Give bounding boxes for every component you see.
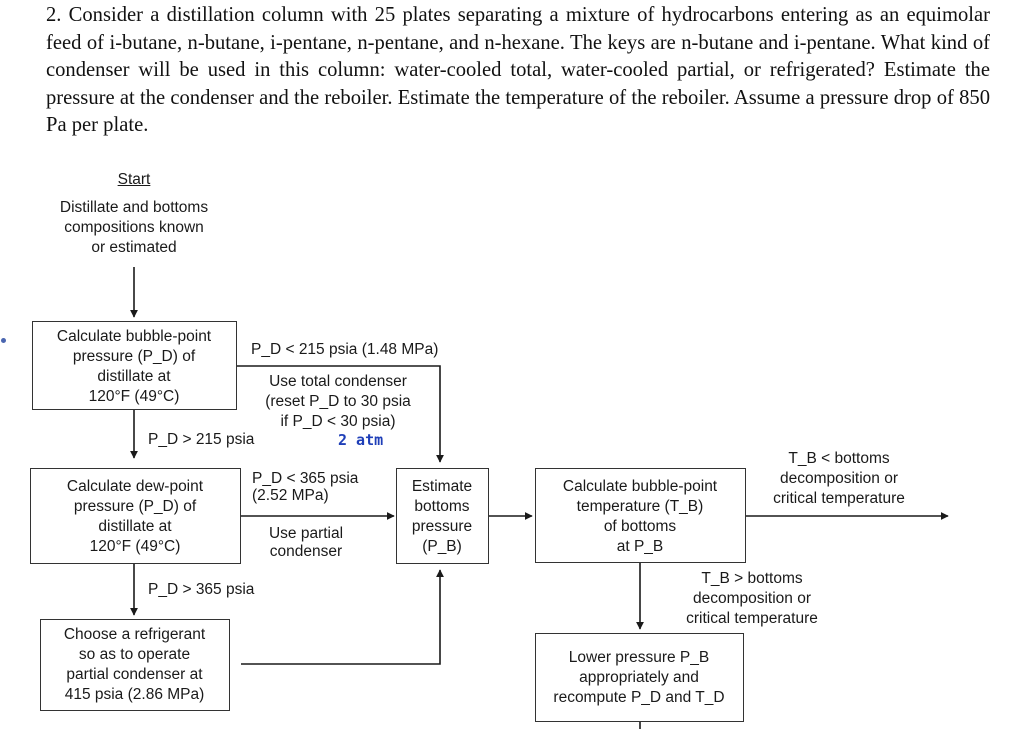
label-pd-gt-215: P_D > 215 psia bbox=[148, 431, 255, 448]
label-line: Use total condenser bbox=[269, 373, 407, 390]
box-text-line: pressure bbox=[411, 518, 473, 535]
margin-marker-dot bbox=[1, 338, 6, 343]
label-line: (reset P_D to 30 psia bbox=[265, 393, 411, 410]
box-text-line: Calculate bubble-point bbox=[56, 328, 212, 345]
box-text-line: distillate at bbox=[98, 518, 172, 535]
box-text-line: recompute P_D and T_D bbox=[553, 689, 725, 706]
box-text-line: distillate at bbox=[97, 368, 171, 385]
problem-text: 2. Consider a distillation column with 2… bbox=[46, 4, 990, 137]
line-total-condenser bbox=[236, 365, 444, 463]
box-bubble-point-distillate: Calculate bubble-point pressure (P_D) of… bbox=[32, 321, 237, 410]
box-text-line: partial condenser at bbox=[66, 666, 203, 683]
start-text-line: or estimated bbox=[91, 239, 177, 256]
box-text-line: (P_B) bbox=[422, 538, 462, 555]
label-line: critical temperature bbox=[686, 610, 818, 627]
label-line: T_B > bottoms bbox=[701, 570, 803, 587]
label-line: critical temperature bbox=[773, 490, 905, 507]
label-line: condenser bbox=[269, 543, 343, 560]
box-text-line: pressure (P_D) of bbox=[72, 348, 196, 365]
label-line: if P_D < 30 psia) bbox=[280, 413, 396, 430]
box-bubble-point-bottoms: Calculate bubble-point temperature (T_B)… bbox=[535, 468, 746, 563]
start-text-line: compositions known bbox=[64, 219, 204, 236]
box-text-line: of bottoms bbox=[603, 518, 677, 535]
label-line: T_B < bottoms bbox=[788, 450, 890, 467]
box-choose-refrigerant: Choose a refrigerant so as to operate pa… bbox=[40, 619, 230, 711]
box-dew-point-distillate: Calculate dew-point pressure (P_D) of di… bbox=[30, 468, 241, 564]
label-pd-gt-365: P_D > 365 psia bbox=[148, 581, 255, 598]
box-text-line: appropriately and bbox=[579, 669, 699, 686]
label-line: P_D < 365 psia bbox=[252, 470, 359, 487]
box-text-line: Choose a refrigerant bbox=[63, 626, 206, 643]
box-text-line: at P_B bbox=[616, 538, 664, 555]
label-total-condenser: Use total condenser (reset P_D to 30 psi… bbox=[244, 372, 432, 432]
label-partial-condenser: Use partial condenser bbox=[252, 525, 360, 561]
label-pd-lt-215: P_D < 215 psia (1.48 MPa) bbox=[251, 341, 439, 358]
handwritten-note: 2 atm bbox=[338, 431, 384, 449]
box-text-line: 120°F (49°C) bbox=[88, 388, 180, 405]
start-text-line: Distillate and bottoms bbox=[59, 199, 209, 216]
box-estimate-bottoms-pressure: Estimate bottoms pressure (P_B) bbox=[396, 468, 489, 564]
label-line: Use partial bbox=[268, 525, 344, 542]
box-lower-pressure: Lower pressure P_B appropriately and rec… bbox=[535, 633, 744, 722]
label-line: decomposition or bbox=[779, 470, 899, 487]
box-text-line: so as to operate bbox=[78, 646, 191, 663]
label-pd-lt-365: P_D < 365 psia (2.52 MPa) bbox=[252, 470, 358, 504]
start-label: Start bbox=[117, 171, 151, 188]
label-line: (2.52 MPa) bbox=[252, 487, 329, 504]
box-text-line: Calculate dew-point bbox=[66, 478, 204, 495]
line-refrigerant-to-estimate bbox=[241, 569, 444, 665]
box-text-line: Lower pressure P_B bbox=[568, 649, 710, 666]
box-text-line: Calculate bubble-point bbox=[562, 478, 718, 495]
start-text: Distillate and bottoms compositions know… bbox=[24, 198, 244, 258]
label-line: decomposition or bbox=[692, 590, 812, 607]
box-text-line: temperature (T_B) bbox=[576, 498, 704, 515]
box-text-line: bottoms bbox=[414, 498, 470, 515]
box-text-line: pressure (P_D) of bbox=[73, 498, 197, 515]
box-text-line: Estimate bbox=[411, 478, 473, 495]
label-tb-lt-critical: T_B < bottoms decomposition or critical … bbox=[750, 449, 928, 509]
box-text-line: 415 psia (2.86 MPa) bbox=[64, 686, 205, 703]
problem-statement: 2. Consider a distillation column with 2… bbox=[46, 2, 990, 140]
box-text-line: 120°F (49°C) bbox=[89, 538, 181, 555]
label-tb-gt-critical: T_B > bottoms decomposition or critical … bbox=[662, 569, 842, 629]
